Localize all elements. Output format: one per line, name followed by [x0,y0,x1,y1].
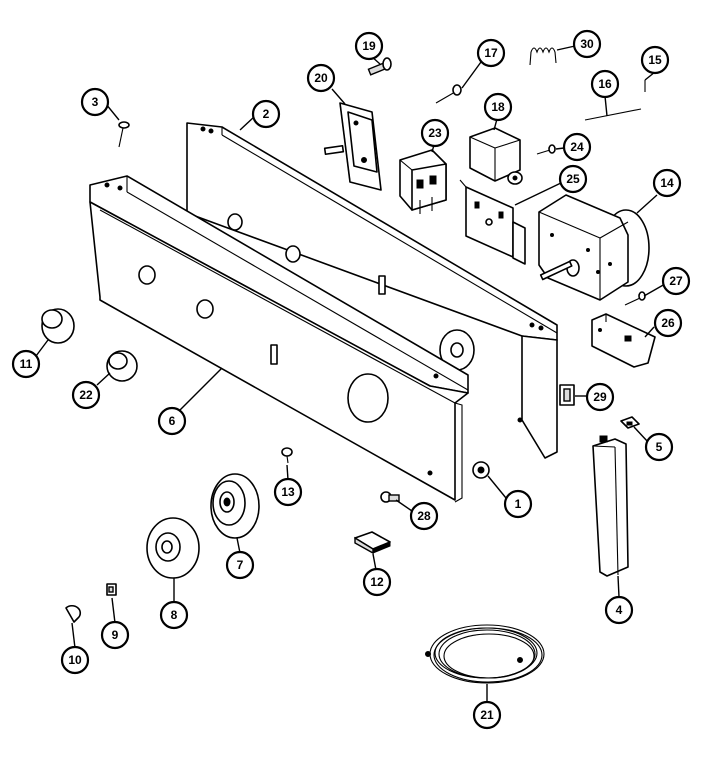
callout-17: 17 [476,38,506,68]
callout-18-label: 18 [491,100,505,114]
part-switch-23 [399,149,447,214]
callout-3: 3 [80,87,110,117]
callout-27: 27 [661,266,691,296]
callout-14: 14 [652,168,682,198]
part-knob-11 [41,308,75,344]
callout-13-label: 13 [281,485,295,499]
callout-24: 24 [562,132,592,162]
callout-29: 29 [585,382,615,412]
callout-26-label: 26 [661,316,675,330]
part-bracket-25 [459,179,526,265]
callout-2-label: 2 [263,107,270,121]
callout-9-label: 9 [112,628,119,642]
part-knob-22 [106,350,138,382]
callout-8: 8 [159,600,189,630]
callout-12: 12 [362,567,392,597]
callout-7: 7 [225,550,255,580]
leader-lines [35,45,666,703]
callout-2: 2 [251,99,281,129]
part-screw-27 [624,291,646,306]
part-clip-5 [620,416,640,429]
part-clip-9 [106,583,117,596]
part-spring-30 [529,47,557,66]
callout-22: 22 [71,380,101,410]
part-dial-7 [210,473,260,539]
callout-27-label: 27 [669,274,683,288]
callout-12-label: 12 [370,575,384,589]
callout-6: 6 [157,406,187,436]
callout-30: 30 [572,29,602,59]
callout-7-label: 7 [237,558,244,572]
part-screw-3 [118,121,130,148]
callout-26: 26 [653,308,683,338]
part-rear-panel [186,122,558,459]
callout-15: 15 [640,45,670,75]
callout-23-label: 23 [428,126,442,140]
part-dial-8 [146,517,200,579]
callout-3-label: 3 [92,95,99,109]
callout-1: 1 [503,489,533,519]
callout-5: 5 [644,432,674,462]
callout-29-label: 29 [593,390,607,404]
callout-28-label: 28 [417,509,431,523]
callout-16-label: 16 [598,77,612,91]
callout-25: 25 [558,164,588,194]
callout-4-label: 4 [616,603,623,617]
callout-23: 23 [420,118,450,148]
part-rod-16 [584,108,642,121]
callout-15-label: 15 [648,53,662,67]
callout-14-label: 14 [660,176,674,190]
part-clip-29 [559,384,575,406]
callout-30-label: 30 [580,37,594,51]
callout-1-label: 1 [515,497,522,511]
callout-4: 4 [604,595,634,625]
part-clip-10 [65,604,82,623]
callout-21: 21 [472,700,502,730]
callouts: 1 2 3 4 5 6 7 8 [11,29,691,730]
callout-10-label: 10 [68,653,82,667]
callout-11-label: 11 [20,357,33,371]
callout-21-label: 21 [480,708,494,722]
callout-20-label: 20 [314,71,328,85]
part-relay-18 [469,127,523,185]
callout-9: 9 [100,620,130,650]
part-bolt-28 [380,491,400,503]
callout-19: 19 [354,31,384,61]
callout-28: 28 [409,501,439,531]
callout-18: 18 [483,92,513,122]
callout-22-label: 22 [79,388,93,402]
part-bolt-19 [367,57,392,76]
callout-8-label: 8 [171,608,178,622]
part-board-26 [591,313,656,368]
callout-13: 13 [273,477,303,507]
callout-5-label: 5 [656,440,663,454]
callout-10: 10 [60,645,90,675]
part-screw-24 [536,144,556,155]
part-harness-21 [425,624,545,684]
callout-11: 11 [11,349,41,379]
callout-6-label: 6 [169,414,176,428]
part-screw-17 [435,84,462,104]
part-screw-13 [281,447,293,464]
callout-24-label: 24 [570,140,584,154]
callout-17-label: 17 [484,46,498,60]
callout-16: 16 [590,69,620,99]
part-switch-20 [323,102,382,191]
callout-20: 20 [306,63,336,93]
part-nut-1 [472,461,490,479]
callout-25-label: 25 [566,172,580,186]
part-timer-14 [538,194,650,301]
part-pad-12 [354,531,391,555]
part-end-cap-4 [592,435,629,577]
callout-19-label: 19 [362,39,376,53]
part-front-panel [89,175,469,503]
